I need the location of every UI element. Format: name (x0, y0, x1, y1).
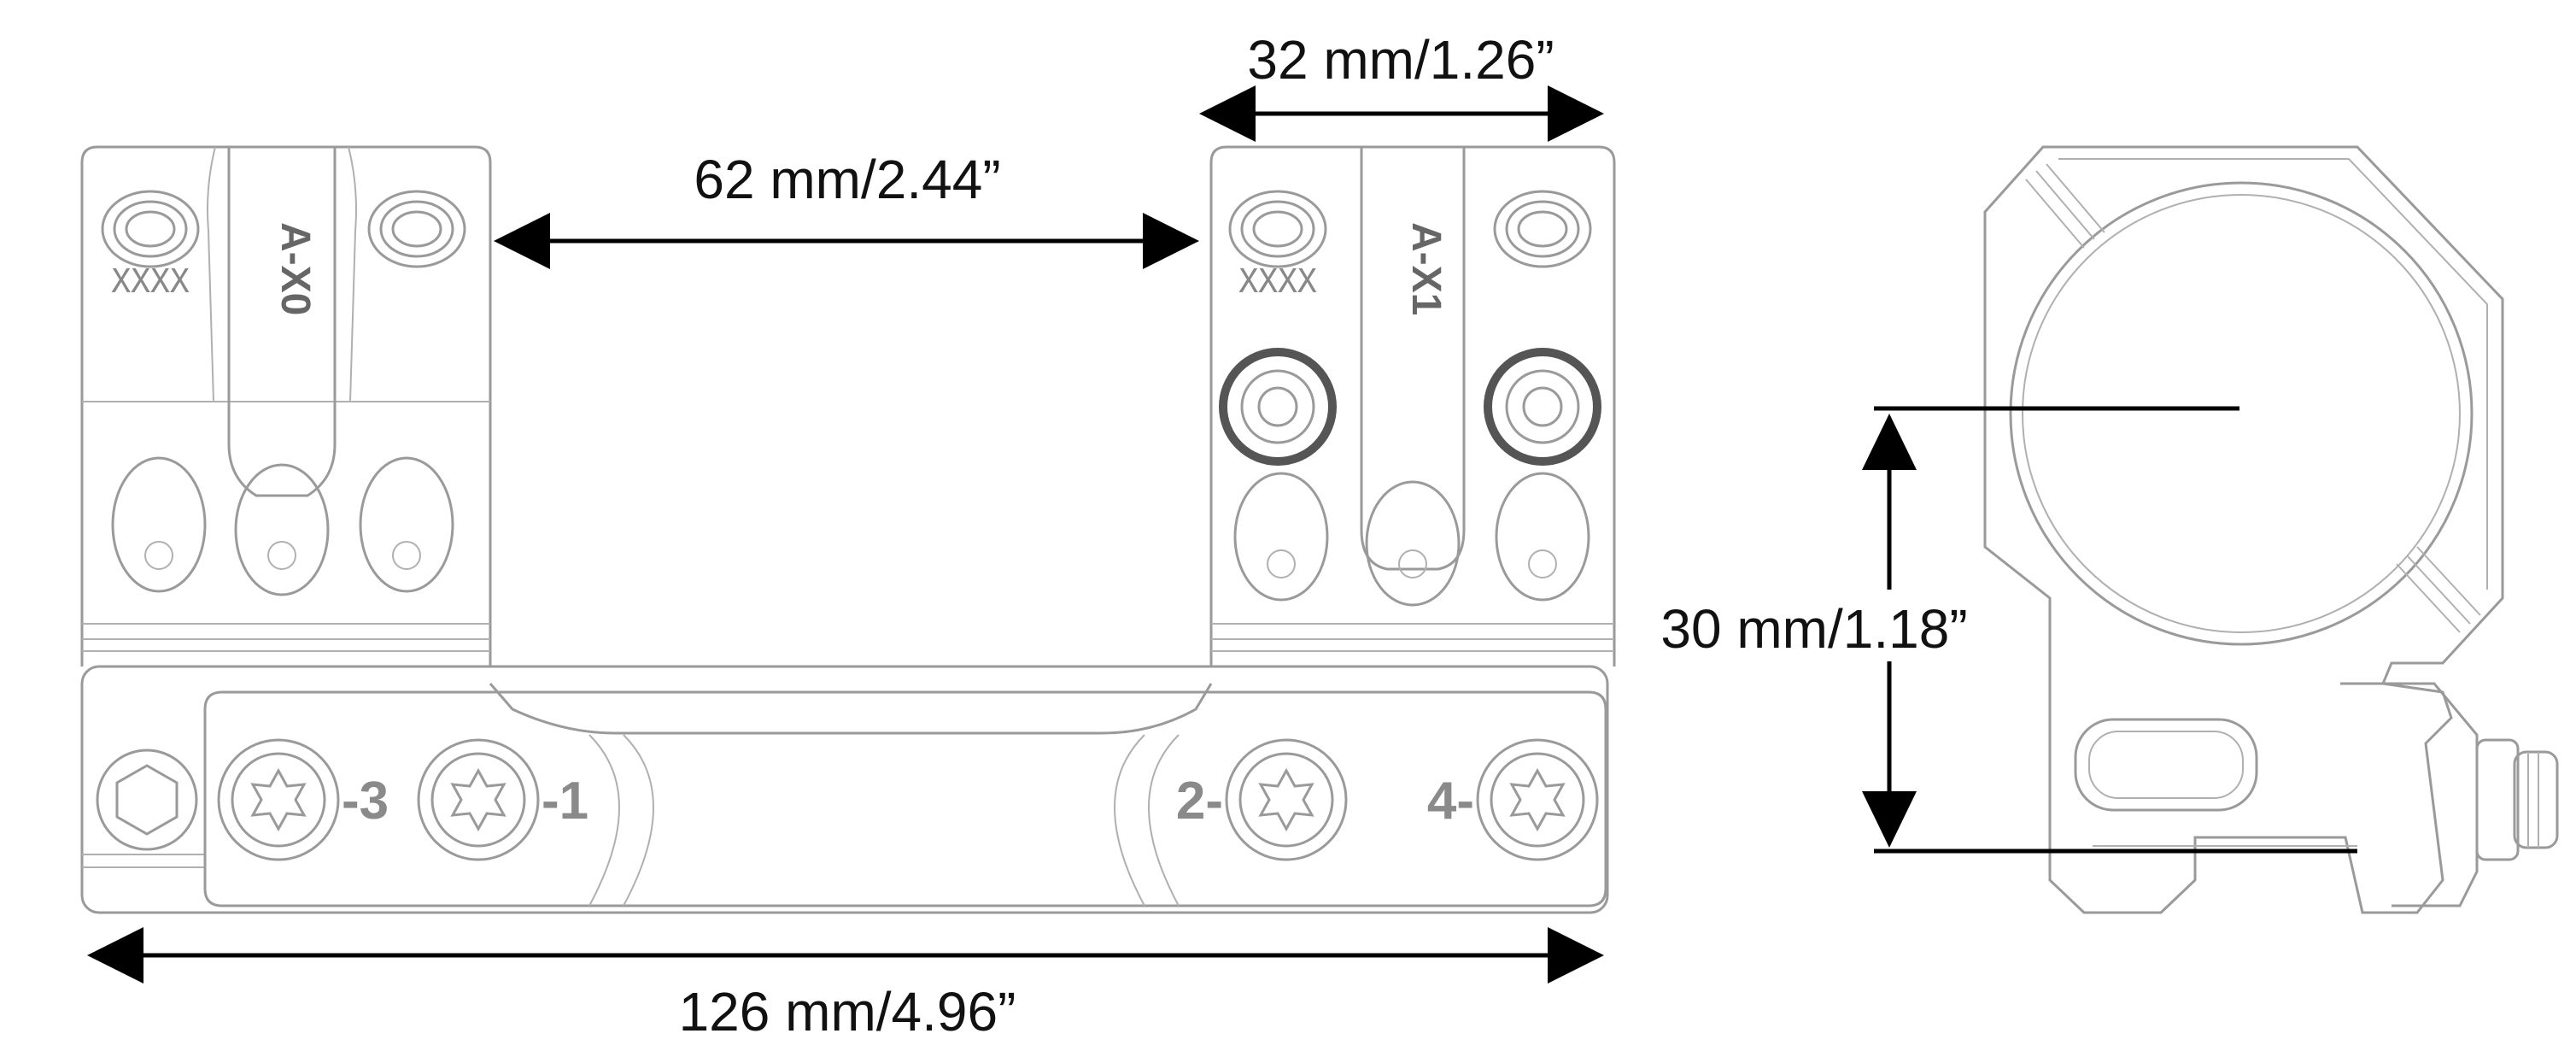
torx-screw-2 (1225, 738, 1348, 861)
ring-slot (2074, 718, 2258, 812)
right-ring-body (1209, 145, 1616, 666)
ring-spacing-dimension: 62 mm/2.44” (494, 149, 1199, 269)
right-ring-lower-screws (1233, 472, 1590, 607)
left-ring-label: A-X0 (272, 222, 318, 315)
center-height-label: 30 mm/1.18” (1660, 598, 1967, 660)
ring-width-label: 32 mm/1.26” (1247, 29, 1554, 91)
screw-number-1: -1 (542, 772, 588, 831)
ring-bore (2009, 181, 2474, 646)
clamp-bolt (2475, 738, 2559, 861)
left-ring-top-screw-b (367, 190, 466, 268)
ring-width-dimension: 32 mm/1.26” (1199, 29, 1604, 142)
right-ring-code: XXXX (1238, 262, 1317, 300)
torx-screw-4 (1476, 738, 1599, 861)
screw-number-3: -3 (342, 772, 389, 831)
right-ring-rib (1360, 147, 1466, 571)
ring-outline (1983, 145, 2504, 914)
center-height-label-bg (1640, 590, 1992, 661)
right-ring-mid-screws (1219, 348, 1601, 466)
mount-base (80, 665, 1609, 914)
mount-front-view: XXXX A-X0 XXXX A-X1 (80, 145, 1616, 914)
left-ring-top-screw-a (101, 190, 200, 268)
center-height-dimension: 30 mm/1.18” (1640, 406, 2357, 854)
base-plate (203, 690, 1607, 907)
ring-spacing-label: 62 mm/2.44” (694, 149, 1000, 210)
screw-number-2: 2- (1176, 772, 1223, 831)
mount-saddle (489, 683, 1213, 735)
right-ring-top-screw-a (1228, 190, 1327, 268)
torx-screw-3 (217, 738, 340, 861)
overall-length-dimension: 126 mm/4.96” (87, 927, 1604, 1042)
left-ring-rib (227, 147, 337, 497)
left-ring-lower-screws (111, 456, 454, 596)
hex-screw (96, 749, 198, 851)
overall-length-label: 126 mm/4.96” (679, 981, 1016, 1042)
right-ring-top-screw-b (1493, 190, 1592, 268)
screw-number-4: 4- (1427, 772, 1474, 831)
left-ring-code: XXXX (111, 262, 190, 300)
right-ring-label: A-X1 (1403, 222, 1449, 315)
left-ring-body (80, 145, 492, 666)
ring-side-view (1983, 145, 2559, 914)
torx-screw-1 (417, 738, 540, 861)
